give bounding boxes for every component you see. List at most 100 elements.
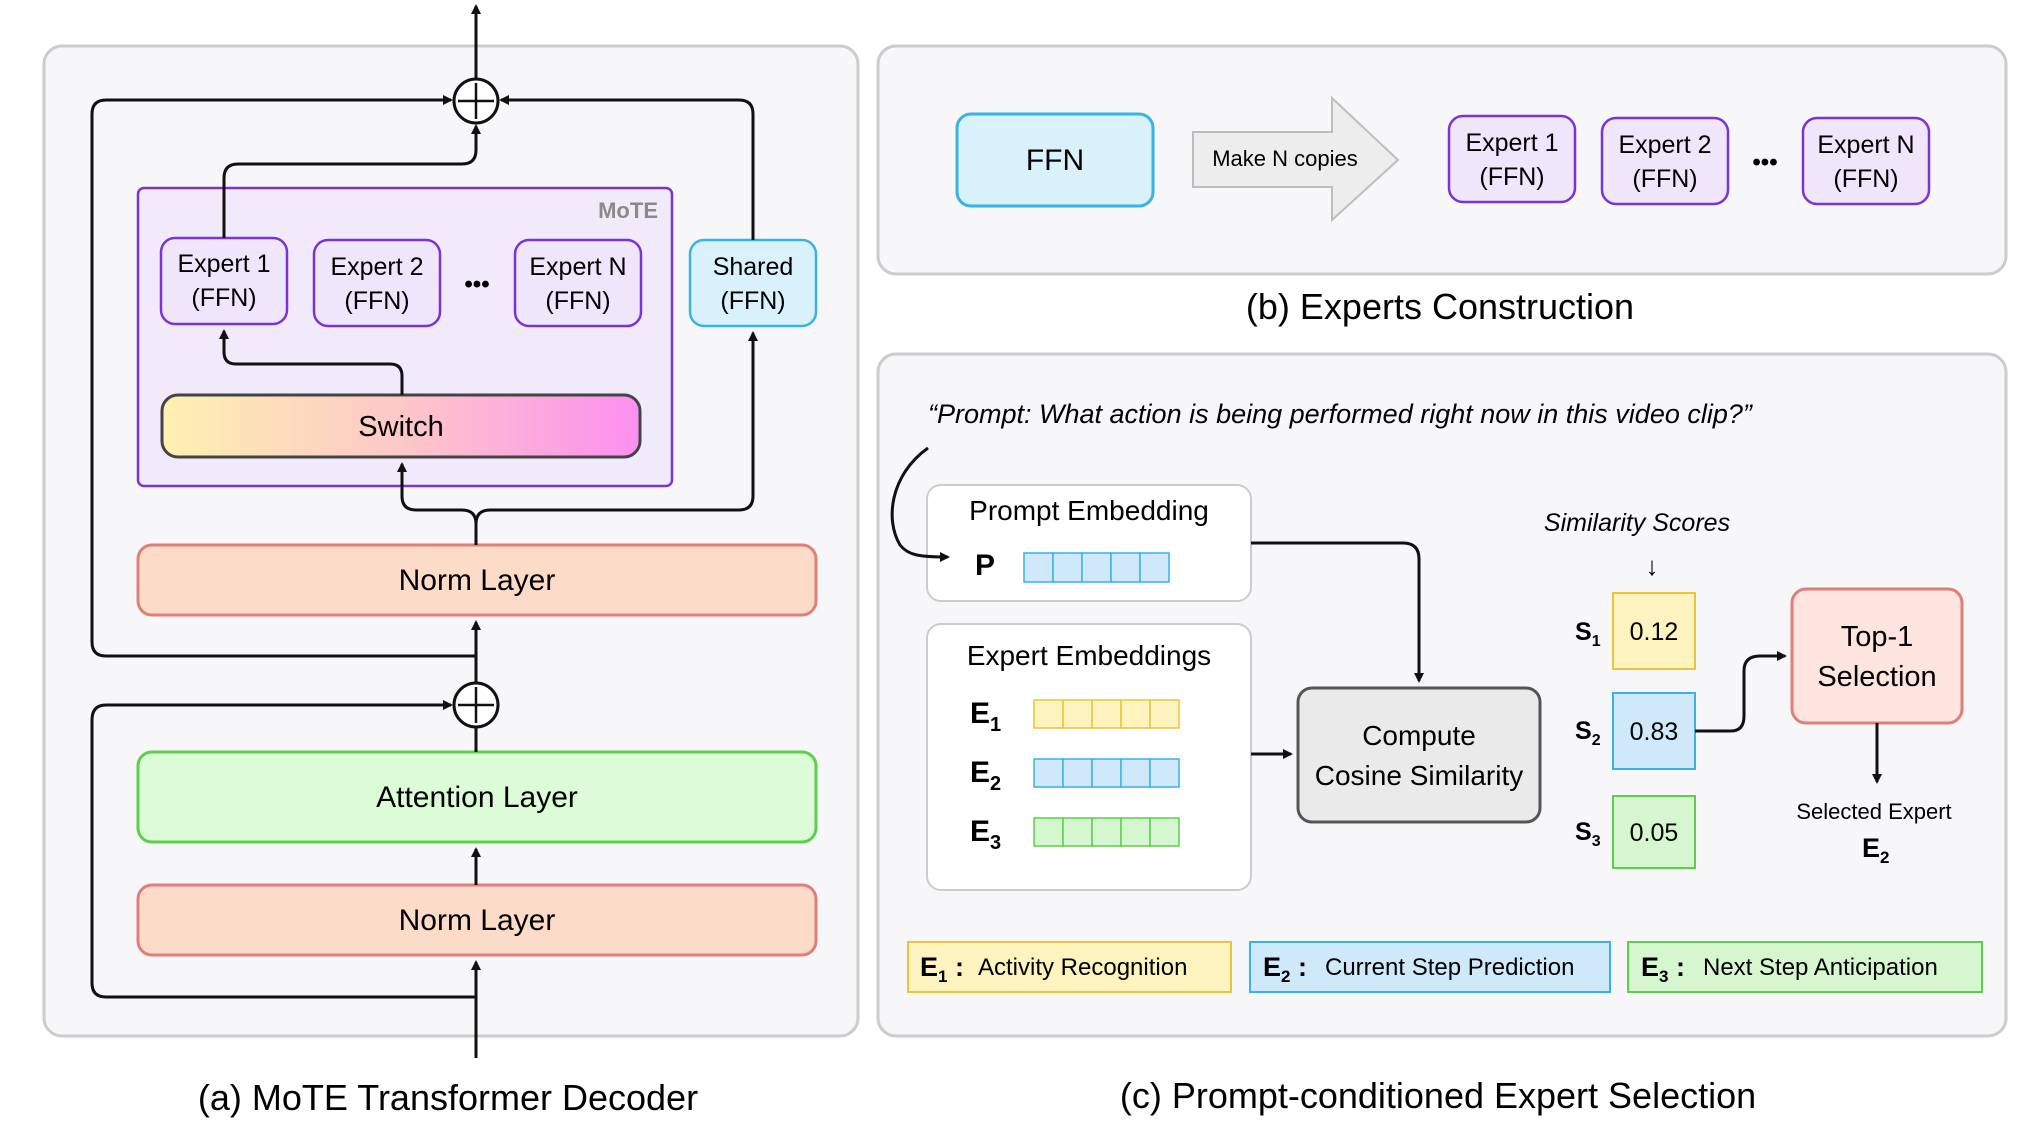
scores-down-arrow: ↓ — [1646, 551, 1659, 581]
mote-label: MoTE — [598, 198, 658, 223]
svg-text:E3 :: E3 : — [1641, 952, 1685, 986]
expert-n-box: Expert N (FFN) — [513, 238, 643, 328]
copies-ellipsis: ••• — [1752, 149, 1777, 176]
legend-e2: E2 : Current Step Prediction — [1249, 941, 1611, 993]
make-copies-arrow: Make N copies — [1192, 95, 1400, 223]
norm-layer-top: Norm Layer — [136, 543, 818, 617]
legend-e1-e: E — [920, 952, 938, 982]
s2-to-top1 — [1695, 651, 1787, 733]
copy-1-line2: (FFN) — [1479, 163, 1544, 191]
e1-vector — [1033, 699, 1180, 729]
legend-e2-sub: 2 — [1281, 967, 1290, 986]
s2-label: S2 — [1575, 717, 1601, 749]
panel-b: FFN Make N copies Expert 1 (FFN) Expert … — [876, 44, 2008, 276]
caption-c: (c) Prompt-conditioned Expert Selection — [1120, 1075, 1756, 1116]
panel-b-frame — [876, 44, 2008, 276]
s1-label: S1 — [1575, 618, 1601, 650]
make-copies-label: Make N copies — [1212, 146, 1358, 171]
top1-line1: Top-1 — [1841, 621, 1914, 653]
residual-2 — [90, 95, 476, 658]
add-circle-bottom — [452, 681, 500, 729]
copy-2-line2: (FFN) — [1632, 165, 1697, 193]
expert-embeddings-title: Expert Embeddings — [967, 640, 1211, 671]
copy-1-line1: Expert 1 — [1465, 129, 1558, 157]
e1-label: E1 — [970, 697, 1001, 736]
legend-e1: E1 : Activity Recognition — [907, 941, 1232, 993]
expert-n-line2: (FFN) — [545, 287, 610, 315]
shared-expert-box: Shared (FFN) — [688, 238, 818, 328]
shared-line2: (FFN) — [720, 287, 785, 315]
add-circle-top — [452, 77, 500, 125]
legend-e1-colon: : — [947, 952, 964, 982]
residual-1 — [90, 700, 476, 999]
cosine-similarity-box: Compute Cosine Similarity — [1296, 686, 1542, 824]
switch-label: Switch — [358, 411, 443, 443]
s3-label: S3 — [1575, 818, 1601, 850]
legend-e3: E3 : Next Step Anticipation — [1627, 941, 1983, 993]
shared-line1: Shared — [713, 253, 794, 281]
panel-c-connectors — [890, 446, 1882, 784]
s1-value: 0.12 — [1630, 618, 1679, 646]
expert1-to-add — [222, 124, 481, 238]
e2-vector — [1033, 758, 1180, 788]
svg-text:E1 :: E1 : — [920, 952, 964, 986]
legend-e1-text: Activity Recognition — [978, 954, 1187, 981]
legend-e3-colon: : — [1668, 952, 1685, 982]
legend-e1-sub: 1 — [938, 967, 947, 986]
caption-b: (b) Experts Construction — [1246, 286, 1634, 327]
e2-label: E2 — [970, 756, 1001, 795]
copy-expert-1: Expert 1 (FFN) — [1447, 114, 1577, 204]
prompt-curve-arrow — [890, 446, 950, 562]
prompt-embedding-title: Prompt Embedding — [969, 495, 1209, 526]
norm-layer-bottom: Norm Layer — [136, 883, 818, 957]
expert-1-line2: (FFN) — [191, 284, 256, 312]
selected-expert-e2: E2 — [1862, 833, 1889, 867]
cosine-line1: Compute — [1362, 720, 1476, 751]
top1-selection-box: Top-1 Selection — [1790, 587, 1964, 725]
cosine-line2: Cosine Similarity — [1315, 760, 1524, 791]
prompt-to-cosine — [1251, 541, 1424, 683]
norm-to-shared — [474, 331, 758, 525]
p-label: P — [975, 549, 995, 582]
norm-bottom-label: Norm Layer — [399, 904, 556, 937]
expert-2-line2: (FFN) — [344, 287, 409, 315]
scores-title: Similarity Scores — [1544, 509, 1730, 537]
e3-label: E3 — [970, 815, 1001, 854]
attention-label: Attention Layer — [376, 781, 578, 814]
prompt-embedding-box: Prompt Embedding P — [926, 484, 1252, 602]
ffn-label: FFN — [1026, 144, 1084, 177]
legend-e2-text: Current Step Prediction — [1325, 954, 1574, 981]
shared-to-add — [499, 95, 755, 240]
copy-expert-n: Expert N (FFN) — [1801, 116, 1931, 206]
ffn-box: FFN — [955, 112, 1155, 208]
s2-value: 0.83 — [1630, 718, 1679, 746]
expert-1-box: Expert 1 (FFN) — [159, 236, 289, 326]
expert-1-line1: Expert 1 — [177, 250, 270, 278]
attention-layer: Attention Layer — [136, 750, 818, 844]
top1-line2: Selection — [1817, 661, 1936, 693]
legend-e2-e: E — [1263, 952, 1281, 982]
panel-a: MoTE Expert 1 (FFN) Expert 2 (FFN) ••• E… — [42, 4, 860, 1058]
s1-box — [1612, 592, 1696, 670]
panel-a-connectors — [90, 4, 758, 1058]
prompt-text: “Prompt: What action is being performed … — [928, 399, 1753, 429]
copy-n-line1: Expert N — [1817, 131, 1914, 159]
legend-e2-colon: : — [1290, 952, 1307, 982]
copy-expert-2: Expert 2 (FFN) — [1600, 116, 1730, 206]
panel-c: “Prompt: What action is being performed … — [876, 352, 2008, 1038]
copy-n-line2: (FFN) — [1833, 165, 1898, 193]
s3-box — [1612, 795, 1696, 869]
expert-2-line1: Expert 2 — [330, 253, 423, 281]
expert-embeddings-box: Expert Embeddings E1 E2 E3 — [926, 623, 1252, 891]
caption-a: (a) MoTE Transformer Decoder — [198, 1077, 698, 1118]
copy-2-line1: Expert 2 — [1618, 131, 1711, 159]
norm-top-label: Norm Layer — [399, 564, 556, 597]
s3-value: 0.05 — [1630, 819, 1679, 847]
legend-e3-text: Next Step Anticipation — [1703, 954, 1938, 981]
expert-2-box: Expert 2 (FFN) — [312, 238, 442, 328]
e3-vector — [1033, 817, 1180, 847]
switch-to-expert1 — [219, 329, 404, 395]
legend-e3-sub: 3 — [1659, 967, 1668, 986]
expert-n-line1: Expert N — [529, 253, 626, 281]
